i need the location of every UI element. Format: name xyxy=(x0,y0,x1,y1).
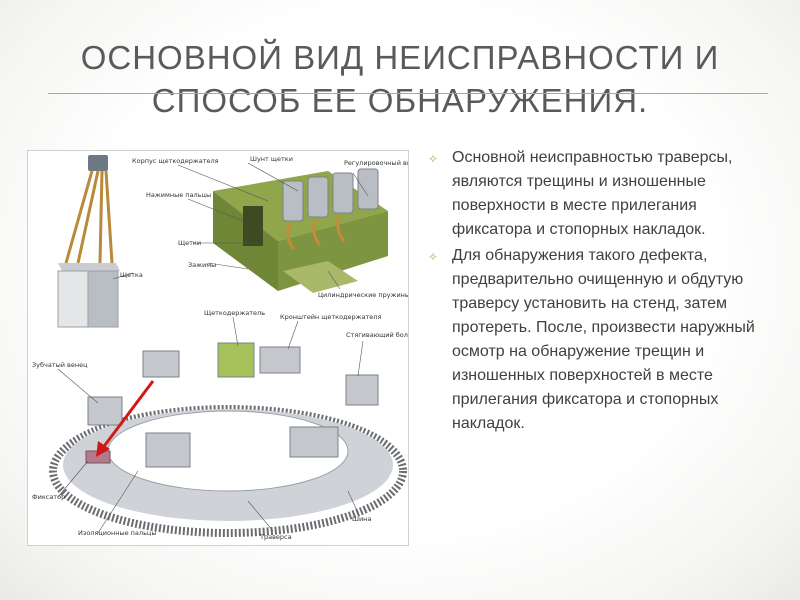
callout-lines-bottom xyxy=(57,316,364,534)
title-divider xyxy=(48,93,768,94)
label-korpus: Корпус щеткодержателя xyxy=(132,157,219,165)
title-line-1: ОСНОВНОЙ ВИД НЕИСПРАВНОСТИ И xyxy=(80,39,720,76)
label-traversa: Траверса xyxy=(259,533,292,541)
traverse-ring-illustration xyxy=(49,342,407,537)
label-shina: Шина xyxy=(352,515,371,523)
label-zub-venets: Зубчатый венец xyxy=(32,361,88,369)
label-shchetka: Щетка xyxy=(120,271,143,279)
label-kronshtein: Кронштейн щеткодержателя xyxy=(280,313,381,321)
label-fiksator: Фиксатор xyxy=(32,493,65,501)
label-shchetki: Щетки xyxy=(178,239,201,247)
brush-holder-illustration xyxy=(213,168,388,293)
bullet-marker-icon: ✧ xyxy=(428,152,439,166)
bullet-item: ✧ Основной неисправностью траверсы, явля… xyxy=(425,146,765,242)
label-styag: Стягивающий болт xyxy=(346,331,408,339)
bullet-marker-icon: ✧ xyxy=(428,250,439,264)
label-shunt: Шунт щетки xyxy=(250,155,293,163)
bullet-text: Для обнаружения такого дефекта, предвари… xyxy=(452,247,755,432)
callout-lines-top xyxy=(112,162,369,290)
label-zazhimy: Зажимы xyxy=(188,261,216,269)
bullet-item: ✧ Для обнаружения такого дефекта, предва… xyxy=(425,244,765,436)
brush-illustration xyxy=(57,155,120,328)
bullet-text: Основной неисправностью траверсы, являют… xyxy=(452,149,733,238)
label-izol: Изоляционные пальцы xyxy=(78,529,156,537)
slide-title: ОСНОВНОЙ ВИД НЕИСПРАВНОСТИ И СПОСОБ ЕЕ О… xyxy=(40,36,760,122)
label-nazhim: Нажимные пальцы xyxy=(146,191,211,199)
bullet-list: ✧ Основной неисправностью траверсы, явля… xyxy=(425,146,765,438)
red-arrow-icon xyxy=(96,380,155,457)
label-regul: Регулировочный винт xyxy=(344,159,408,167)
label-pruzhiny: Цилиндрические пружины xyxy=(318,291,408,299)
traverse-diagram-image: Корпус щеткодержателя Шунт щетки Регулир… xyxy=(27,150,409,546)
title-line-2: СПОСОБ ЕЕ ОБНАРУЖЕНИЯ. xyxy=(151,82,649,119)
label-shchetkoderzh: Щеткодержатель xyxy=(204,309,265,317)
